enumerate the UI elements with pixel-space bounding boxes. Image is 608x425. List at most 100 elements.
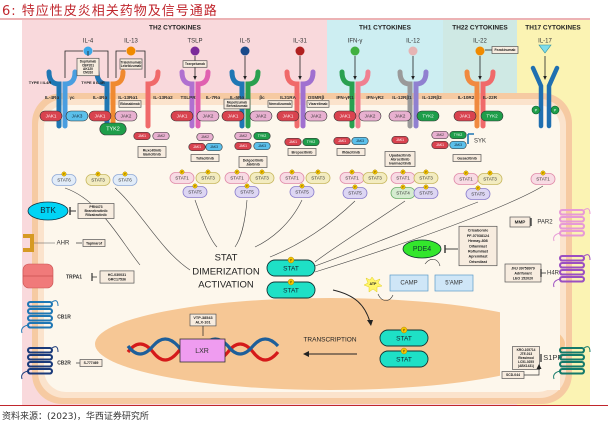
cytokine-ball-icon	[126, 46, 136, 56]
kinase-jak1	[234, 141, 252, 151]
stat-dimer-label: STAT	[283, 288, 299, 295]
phospho-label: P	[351, 170, 353, 174]
dimerization-text: ACTIVATION	[198, 280, 254, 291]
il4-inhibitor-drugs-box	[76, 57, 100, 77]
phospho-icon	[400, 184, 406, 190]
phospho-icon	[550, 105, 560, 115]
il17-receptor	[530, 65, 560, 129]
il4-binding-arrows	[64, 50, 109, 78]
kinase-tyk2	[416, 110, 440, 122]
stat-label: STAT1	[459, 177, 473, 182]
kinase-label: JAK3	[356, 139, 364, 143]
receptor-chain	[464, 69, 480, 129]
kinase-tyk2	[253, 131, 271, 141]
par2-receptor-icon	[559, 209, 585, 216]
receptor-chain	[179, 69, 195, 129]
il13ra1-drug-box	[118, 100, 142, 108]
signal-line	[314, 201, 479, 267]
cytokine-label: IL-4	[83, 39, 94, 45]
amp-label: 5'AMP	[445, 281, 462, 287]
receptor-label: βc	[259, 95, 265, 100]
arrowhead-icon	[243, 76, 247, 80]
phospho-icon	[244, 183, 250, 189]
arrowhead-icon	[478, 76, 482, 80]
kinase-label: JAK2	[311, 113, 322, 118]
stat-dimer-label: STAT	[283, 266, 299, 273]
jak-inhibitor-drugs: Gusacitinib	[457, 156, 477, 160]
receptor-label: IL-4Rα	[45, 95, 59, 100]
kinase-jak3	[65, 110, 89, 122]
kinase-jak2	[152, 131, 170, 141]
receptor-label: OSMRβ	[308, 95, 325, 100]
receptor-chain	[195, 69, 211, 129]
signal-line	[269, 200, 356, 258]
arrowhead-icon	[411, 76, 415, 80]
cb2r-receptor-icon	[27, 354, 53, 361]
kinase-label: JAK3	[72, 113, 83, 118]
par2-receptor-icon-tail	[553, 208, 591, 242]
stat-label: STAT3	[311, 176, 325, 181]
il13-inhibitor-drugs-box	[119, 58, 143, 70]
kinase-jak2	[234, 131, 252, 141]
kinase-jak1	[284, 137, 302, 147]
kinase-jak3	[205, 142, 223, 152]
phospho-label: P	[207, 170, 209, 174]
receptor-label: γc	[69, 95, 75, 100]
jak-inhibitor-drugs-box	[287, 148, 317, 156]
kinase-jak2	[196, 132, 214, 142]
transcription-label: TRANSCRIPTION	[303, 337, 356, 344]
receptor-label: IL-4Rα	[93, 95, 107, 100]
kinase-label: JAK1	[228, 113, 239, 118]
kinase-label: JAK2	[365, 113, 376, 118]
trpa1-label: TRPA1	[66, 274, 82, 280]
stat-label: STAT1	[175, 176, 189, 181]
phospho-icon	[61, 171, 67, 177]
kinase-tyk2	[302, 137, 320, 147]
h4r-label: H4R	[547, 271, 560, 277]
btk-inhibitor-drugs-box	[77, 203, 115, 219]
phospho-label: P	[425, 170, 427, 174]
phospho-label: P	[97, 172, 99, 176]
cb2r-label: CB2R	[57, 360, 71, 366]
receptor-chain	[284, 69, 300, 129]
phospho-label: P	[246, 184, 248, 188]
kinase-jak1	[333, 136, 351, 146]
stat-label: STAT1	[396, 176, 410, 181]
phospho-icon	[234, 169, 240, 175]
kinase-label: JAK2	[436, 133, 444, 137]
trpa1-inhibitor-drugs-box	[99, 270, 135, 284]
kinase-jak1	[39, 110, 63, 122]
signal-line	[314, 185, 544, 273]
phospho-icon	[372, 169, 378, 175]
kinase-jak2	[358, 110, 382, 122]
arrowhead-icon	[193, 76, 197, 80]
phospho-icon	[463, 170, 469, 176]
receptor-chain	[355, 69, 371, 129]
conversion-arrow	[424, 259, 441, 267]
pde4-inhibitor-drugs-box	[458, 225, 498, 267]
arrowhead-icon	[353, 76, 357, 80]
jak-inhibitor-drugs-box	[190, 154, 220, 162]
s1pr-receptor-icon	[559, 361, 585, 368]
stat-label: STAT5	[471, 192, 485, 197]
kinase-label: JAK2	[203, 113, 214, 118]
il13-binding-arrows	[115, 50, 146, 78]
il17-triangle-icon	[538, 44, 552, 54]
arrowhead-icon	[367, 320, 373, 326]
s1pr-receptor-icon	[559, 347, 585, 354]
tslp-inhibitor-drug-box	[182, 60, 208, 68]
phospho-label: P	[554, 107, 557, 112]
cb2r-drug: S-777469	[84, 361, 99, 365]
cb1r-receptor-icon-tail	[21, 300, 59, 334]
stat-label: STAT1	[230, 176, 244, 181]
il22-inhibitor-drug: Fezakinumab	[495, 48, 516, 52]
lxr-box	[179, 338, 226, 363]
